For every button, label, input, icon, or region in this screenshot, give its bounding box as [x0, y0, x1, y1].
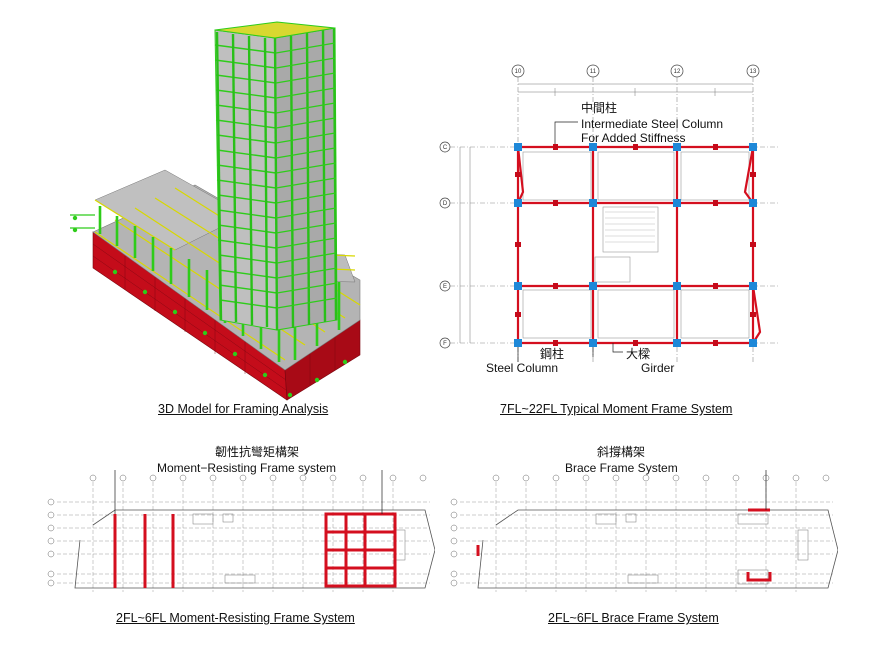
girder-label-zh: 大樑 — [626, 347, 651, 361]
brace-label-zh: 斜撐構架 — [597, 445, 646, 459]
mrf-label-en: Moment−Resisting Frame system — [157, 461, 337, 475]
brace-caption: 2FL~6FL Brace Frame System — [548, 611, 719, 625]
model-3d-image — [70, 21, 361, 401]
grid-col-12: 12 — [674, 69, 681, 75]
brace-frames — [476, 508, 772, 582]
model-3d-caption: 3D Model for Framing Analysis — [158, 402, 329, 416]
moment-frames — [113, 512, 397, 588]
intermediate-columns — [515, 144, 756, 346]
typical-floor-plan: 10 11 12 13 C D E F — [439, 64, 780, 362]
mrf-label-zh: 韌性抗彎矩構架 — [215, 445, 300, 459]
brace-plan — [450, 467, 839, 592]
girder-network — [516, 145, 762, 345]
brace-label-en: Brace Frame System — [565, 461, 678, 475]
brace-plan-panel — [448, 467, 839, 600]
steel-column-label-en: Steel Column — [486, 361, 559, 375]
mrf-plan — [47, 467, 436, 592]
typical-plan-caption: 7FL~22FL Typical Moment Frame System — [500, 402, 733, 416]
grid-row-d: D — [443, 201, 448, 207]
model-3d-panel — [55, 20, 375, 405]
grid-col-11: 11 — [590, 69, 597, 75]
typical-floor-plan-panel: 10 11 12 13 C D E F — [435, 62, 795, 392]
grid-col-10: 10 — [515, 69, 522, 75]
mrf-plan-panel — [45, 467, 436, 600]
intermediate-column-label-zh: 中間柱 — [581, 101, 618, 115]
grid-col-bubbles — [511, 64, 760, 78]
intermediate-column-label-en1: Intermediate Steel Column — [581, 117, 724, 131]
grid-row-e: E — [443, 284, 447, 290]
intermediate-column-label-en2: For Added Stiffness — [581, 131, 686, 145]
grid-col-13: 13 — [750, 69, 757, 75]
mrf-caption: 2FL~6FL Moment-Resisting Frame System — [116, 611, 355, 625]
steel-columns — [514, 143, 757, 347]
grid-row-f: F — [443, 341, 447, 347]
girder-label-en: Girder — [641, 361, 675, 375]
steel-column-label-zh: 鋼柱 — [540, 347, 565, 361]
grid-row-c: C — [443, 145, 448, 151]
